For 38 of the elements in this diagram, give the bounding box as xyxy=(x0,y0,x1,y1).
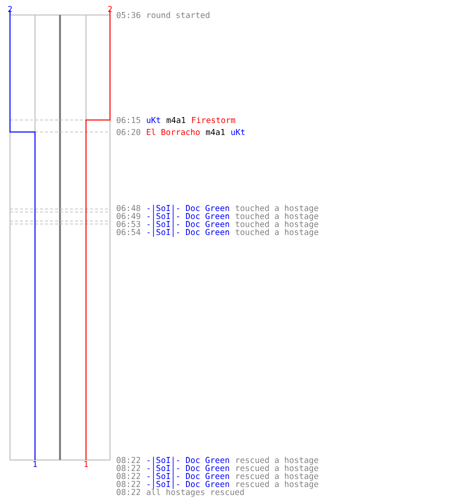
player-name: -|SoI|- Doc Green xyxy=(148,228,229,237)
event-text: touched a hostage xyxy=(236,212,318,221)
weapon-name: m4a1 xyxy=(166,117,186,124)
timestamp: 08:22 xyxy=(116,480,140,488)
timestamp: 06:20 xyxy=(116,128,140,136)
event-text: rescued a hostage xyxy=(236,456,318,465)
player-name: -|SoI|- Doc Green xyxy=(148,464,229,473)
player-name: Firestorm xyxy=(192,116,236,124)
timestamp: 08:22 xyxy=(116,456,140,464)
player-name: -|SoI|- Doc Green xyxy=(148,480,229,489)
event-text: rescued a hostage xyxy=(236,464,318,473)
event-text: touched a hostage xyxy=(236,220,318,229)
player-name: -|SoI|- Doc Green xyxy=(148,204,229,213)
player-name: -|SoI|- Doc Green xyxy=(148,220,229,229)
event-text: rescued a hostage xyxy=(236,472,318,481)
weapon-name: m4a1 xyxy=(206,129,225,136)
timestamp: 06:48 xyxy=(116,204,140,212)
player-name: -|SoI|- Doc Green xyxy=(148,472,229,481)
timestamp: 08:22 xyxy=(116,488,140,496)
event-text: round started xyxy=(148,12,210,18)
timestamp: 06:49 xyxy=(116,212,140,220)
event-text: rescued a hostage xyxy=(236,480,318,489)
player-name: uKt xyxy=(231,129,245,136)
player-name: -|SoI|- Doc Green xyxy=(148,212,229,221)
event-text: all hostages rescued xyxy=(146,488,244,497)
player-name: -|SoI|- Doc Green xyxy=(148,456,229,465)
timestamp: 08:22 xyxy=(116,464,140,472)
player-name: uKt xyxy=(146,117,160,124)
event-text: touched a hostage xyxy=(236,228,318,237)
player-count: 1 xyxy=(34,461,37,467)
player-name: El Borracho xyxy=(146,128,200,136)
player-count: 1 xyxy=(84,461,88,467)
timestamp: 05:36 xyxy=(116,12,140,18)
event-text: touched a hostage xyxy=(236,204,318,213)
timestamp: 06:54 xyxy=(116,228,140,236)
timestamp: 06:15 xyxy=(116,116,140,124)
timestamp: 06:53 xyxy=(116,220,140,228)
timestamp: 08:22 xyxy=(116,472,140,480)
